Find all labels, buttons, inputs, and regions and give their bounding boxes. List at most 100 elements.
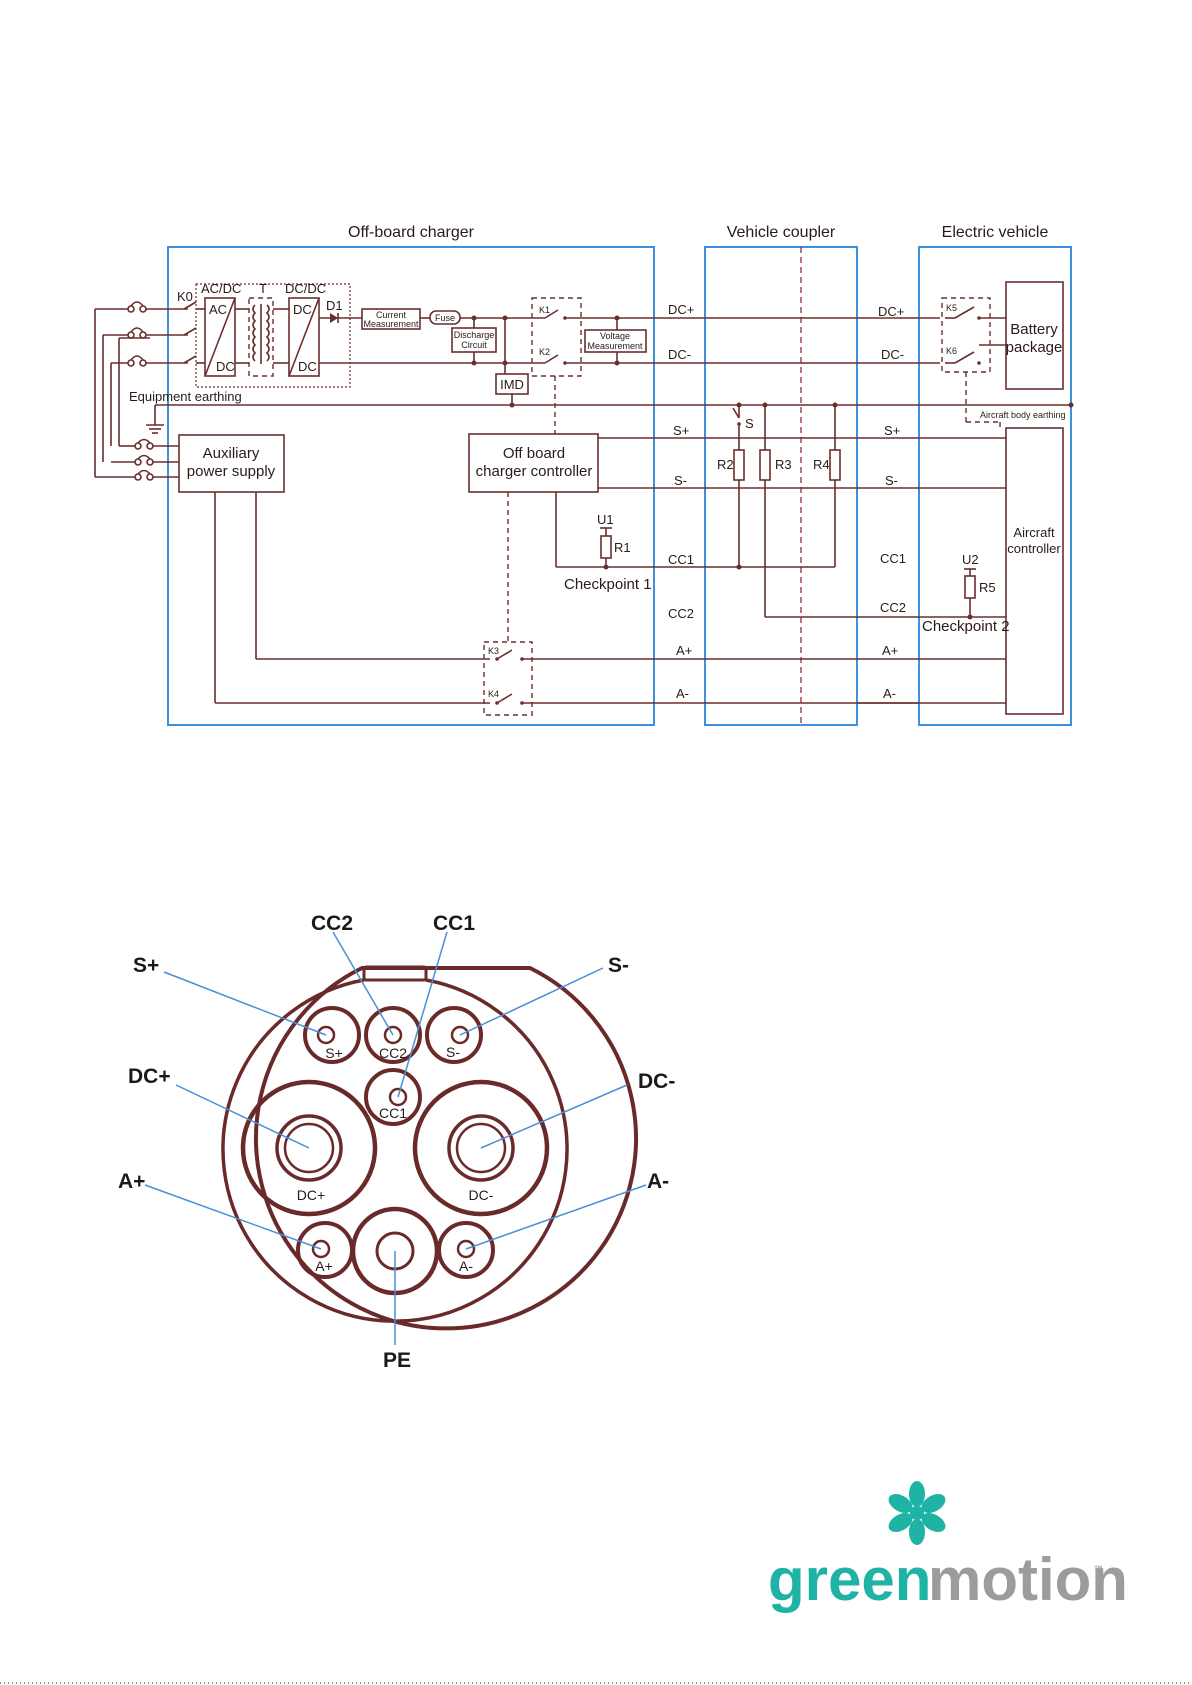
connector-callouts: S+ CC2 CC1 S- DC+ DC- A+ A- PE [118, 912, 675, 1372]
pin-dc-plus [240, 1079, 378, 1217]
r2-label: R2 [717, 457, 734, 472]
pin-label-dc-plus: DC+ [297, 1187, 325, 1203]
r3-label: R3 [775, 457, 792, 472]
mains-input [94, 301, 188, 481]
section-title-charger: Off-board charger [348, 224, 475, 241]
equipment-earthing-label: Equipment earthing [129, 389, 242, 404]
occ-label-1: Off board [503, 445, 565, 462]
callout-cc1: CC1 [433, 912, 475, 935]
battery-package [1005, 281, 1064, 390]
pin-s-minus [425, 1006, 483, 1064]
resistor-r2 [733, 449, 745, 481]
diode-d1 [330, 313, 338, 323]
u1-label: U1 [597, 512, 614, 527]
voltage-measurement-box [584, 329, 647, 353]
aux-label-2: power supply [187, 463, 276, 480]
logo-trademark: ™ [1094, 1564, 1103, 1574]
auxiliary-power-supply [178, 434, 285, 493]
line-label-right-cc2: CC2 [880, 600, 906, 615]
line-label-right-dcplus: DC+ [878, 304, 904, 319]
section-title-coupler: Vehicle coupler [727, 224, 836, 241]
off-board-charger-controller [468, 433, 599, 493]
acdc-label: AC/DC [201, 281, 241, 296]
charger-frame [167, 246, 655, 726]
dc-top-label: DC [293, 302, 312, 317]
current-measurement-box [361, 308, 421, 330]
battery-label-1: Battery [1010, 321, 1058, 338]
line-label-left-dcplus: DC+ [668, 302, 694, 317]
line-label-left-aplus: A+ [676, 643, 692, 658]
resistor-r4 [829, 449, 841, 481]
switch-s [732, 407, 740, 419]
k5-label: K5 [946, 303, 957, 313]
discharge-label-1: Discharge [454, 330, 495, 340]
voltage-label-2: Measurement [587, 341, 643, 351]
coupler-frame [704, 246, 858, 726]
switch-s-label: S [745, 416, 754, 431]
dcdc-label: DC/DC [285, 281, 326, 296]
aux-label-1: Auxiliary [203, 445, 260, 462]
line-label-left-dcminus: DC- [668, 347, 691, 362]
section-title-vehicle: Electric vehicle [942, 224, 1049, 241]
logo-green-text: green [768, 1546, 931, 1613]
current-label-2: Measurement [363, 319, 419, 329]
callout-dc-plus: DC+ [128, 1065, 171, 1088]
resistor-r3 [759, 449, 771, 481]
line-label-right-sminus: S- [885, 473, 898, 488]
discharge-circuit [451, 327, 497, 353]
vehicle-frame [918, 246, 1072, 726]
line-label-right-cc1: CC1 [880, 551, 906, 566]
connector-diagram [221, 965, 638, 1331]
occ-label-2: charger controller [476, 463, 593, 480]
callout-a-plus: A+ [118, 1170, 145, 1193]
flower-icon [888, 1481, 946, 1545]
voltage-label-1: Voltage [600, 331, 630, 341]
line-label-left-sminus: S- [674, 473, 687, 488]
k6-label: K6 [946, 346, 957, 356]
pin-dc-minus [412, 1079, 550, 1217]
line-label-left-cc1: CC1 [668, 552, 694, 567]
callout-s-minus: S- [608, 954, 629, 977]
dc-label: DC [216, 359, 235, 374]
connector-latch [362, 965, 428, 982]
line-label-left-aminus: A- [676, 686, 689, 701]
pin-label-s-minus: S- [446, 1044, 460, 1060]
battery-label-2: package [1006, 339, 1063, 356]
callout-s-plus: S+ [133, 954, 159, 977]
callout-pe: PE [383, 1349, 411, 1372]
pin-label-a-minus: A- [459, 1258, 473, 1274]
r1-label: R1 [614, 540, 631, 555]
resistor-r5 [964, 575, 976, 599]
line-label-right-aminus: A- [883, 686, 896, 701]
circuit-diagram: Off-board charger Vehicle coupler Electr… [94, 224, 1074, 726]
pin-label-cc1: CC1 [379, 1105, 407, 1121]
u2-label: U2 [962, 552, 979, 567]
line-label-right-splus: S+ [884, 423, 900, 438]
k3-label: K3 [488, 646, 499, 656]
aircraft-controller [1005, 427, 1064, 715]
checkpoint2-label: Checkpoint 2 [922, 618, 1010, 635]
logo-motion-text: motion [928, 1546, 1128, 1613]
aircraft-controller-label-1: Aircraft [1013, 525, 1055, 540]
pin-cc2 [364, 1006, 422, 1064]
fuse-label: Fuse [435, 313, 455, 323]
pin-label-cc2: CC2 [379, 1045, 407, 1061]
line-label-right-aplus: A+ [882, 643, 898, 658]
line-label-right-dcminus: DC- [881, 347, 904, 362]
connector-pin-labels: S+ CC2 S- CC1 DC+ DC- A+ A- [297, 1044, 494, 1274]
aircraft-body-earthing-label: Aircraft body earthing [980, 410, 1066, 420]
pin-label-s-plus: S+ [325, 1045, 343, 1061]
k2-label: K2 [539, 347, 550, 357]
callout-cc2: CC2 [311, 912, 353, 935]
current-label-1: Current [376, 310, 407, 320]
ac-label: AC [209, 302, 227, 317]
pin-a-minus [437, 1221, 495, 1279]
k0-switch [183, 301, 197, 310]
checkpoint1-label: Checkpoint 1 [564, 576, 652, 593]
d1-label: D1 [326, 298, 343, 313]
line-label-left-splus: S+ [673, 423, 689, 438]
pin-label-dc-minus: DC- [469, 1187, 494, 1203]
k0-label: K0 [177, 289, 193, 304]
callout-dc-minus: DC- [638, 1070, 675, 1093]
